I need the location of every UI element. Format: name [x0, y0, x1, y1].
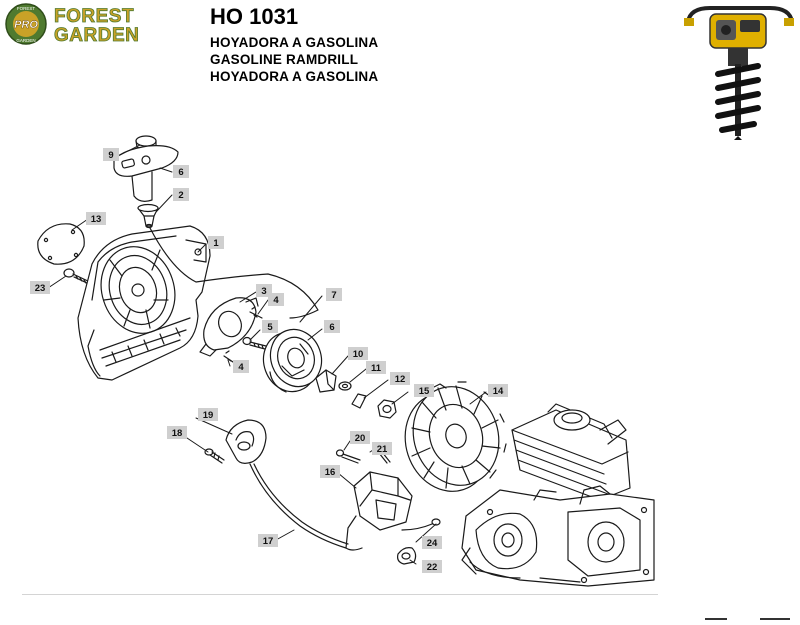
- footer-mark: [705, 618, 727, 620]
- svg-text:7: 7: [331, 290, 336, 301]
- svg-text:23: 23: [35, 283, 46, 294]
- part-16-ignition-coil: [345, 471, 413, 549]
- part-tag-6: 6: [324, 320, 340, 333]
- footer-mark-2: [760, 618, 790, 620]
- part-tag-4-upper: 4: [268, 293, 284, 306]
- part-10-pawl: [315, 369, 337, 393]
- svg-text:4: 4: [273, 295, 279, 306]
- title-line-2: GASOLINE RAMDRILL: [210, 52, 359, 67]
- part-17-ignition-lead: [249, 463, 363, 551]
- logo-word-garden: GARDEN: [54, 25, 139, 46]
- svg-text:16: 16: [325, 467, 336, 478]
- part-11-washer: [338, 381, 352, 391]
- part-2-rope-bushing: [137, 203, 159, 229]
- engine-block: [461, 403, 655, 587]
- part-tag-22: 22: [422, 560, 442, 573]
- svg-text:20: 20: [355, 433, 366, 444]
- part-tag-17: 17: [258, 534, 278, 547]
- svg-text:6: 6: [329, 322, 334, 333]
- part-tag-24: 24: [422, 536, 442, 549]
- title-block: HO 1031 HOYADORA A GASOLINA GASOLINE RAM…: [210, 4, 378, 85]
- svg-text:21: 21: [377, 444, 388, 455]
- svg-text:6: 6: [178, 167, 183, 178]
- svg-text:17: 17: [263, 536, 274, 547]
- part-3-spring-cover: [199, 297, 259, 357]
- part-tag-13: 13: [86, 212, 106, 225]
- svg-text:13: 13: [91, 214, 102, 225]
- logo-ring-bottom: GARDEN: [16, 38, 35, 43]
- part-7-starter-handle: [113, 145, 179, 202]
- part-tag-15: 15: [414, 384, 434, 397]
- part-20-screw: [335, 449, 361, 464]
- part-tag-9: 9: [103, 148, 119, 161]
- part-tag-19: 19: [198, 408, 218, 421]
- part-tag-1: 1: [208, 236, 224, 249]
- part-tag-5: 5: [262, 320, 278, 333]
- svg-text:2: 2: [178, 190, 183, 201]
- part-tag-2: 2: [173, 188, 189, 201]
- part-number-tags: 9 6 2 13 1 23 3 4 7 5 6 4 10 11 12 15 14…: [30, 148, 508, 573]
- part-5-bolt: [242, 336, 267, 350]
- logo-badge-text: PRO: [14, 19, 38, 31]
- svg-text:19: 19: [203, 410, 214, 421]
- part-1-starter-housing: [77, 225, 211, 381]
- part-tag-11: 11: [366, 361, 386, 374]
- part-13-gasket: [37, 223, 85, 265]
- svg-text:22: 22: [427, 562, 438, 573]
- part-6-rope-pulley: [262, 328, 323, 393]
- svg-text:9: 9: [108, 150, 113, 161]
- part-tag-21: 21: [372, 442, 392, 455]
- part-18-screw: [204, 448, 225, 464]
- bottom-divider: [22, 594, 658, 595]
- forest-garden-logo: FOREST GARDEN PRO FOREST GARDEN: [2, 2, 192, 46]
- product-photo-ramdrill: [680, 0, 798, 140]
- svg-text:11: 11: [371, 363, 382, 374]
- part-tag-16: 16: [320, 465, 340, 478]
- svg-text:18: 18: [172, 428, 183, 439]
- logo-ring-top: FOREST: [17, 6, 36, 11]
- part-tag-23: 23: [30, 281, 50, 294]
- part-4-screw-upper: [249, 306, 263, 319]
- part-tag-18: 18: [167, 426, 187, 439]
- part-tag-12: 12: [390, 372, 410, 385]
- part-tag-14: 14: [488, 384, 508, 397]
- part-22-grommet: [397, 547, 417, 565]
- svg-text:4: 4: [238, 362, 244, 373]
- svg-text:14: 14: [493, 386, 504, 397]
- part-15-nut: [377, 399, 397, 419]
- logo-word-forest: FOREST: [54, 6, 134, 27]
- svg-text:5: 5: [267, 322, 273, 333]
- part-24-ground-lead: [401, 518, 441, 531]
- part-19-spark-plug-cap: [225, 419, 267, 464]
- part-tag-8: 7: [326, 288, 342, 301]
- starter-rope: [149, 227, 319, 319]
- svg-text:24: 24: [427, 538, 438, 549]
- part-tag-20: 20: [350, 431, 370, 444]
- part-23-screw: [63, 268, 91, 285]
- part-tag-4-lower: 4: [233, 360, 249, 373]
- svg-text:1: 1: [213, 238, 219, 249]
- part-12-clip: [351, 393, 367, 409]
- part-tag-7: 6: [173, 165, 189, 178]
- model-number: HO 1031: [210, 4, 299, 29]
- title-line-3: HOYADORA A GASOLINA: [210, 69, 379, 84]
- svg-text:15: 15: [419, 386, 430, 397]
- svg-text:3: 3: [261, 286, 266, 297]
- part-14-flywheel: [404, 381, 507, 492]
- title-line-1: HOYADORA A GASOLINA: [210, 35, 379, 50]
- part-tag-10: 10: [348, 347, 368, 360]
- svg-text:12: 12: [395, 374, 406, 385]
- svg-text:10: 10: [353, 349, 364, 360]
